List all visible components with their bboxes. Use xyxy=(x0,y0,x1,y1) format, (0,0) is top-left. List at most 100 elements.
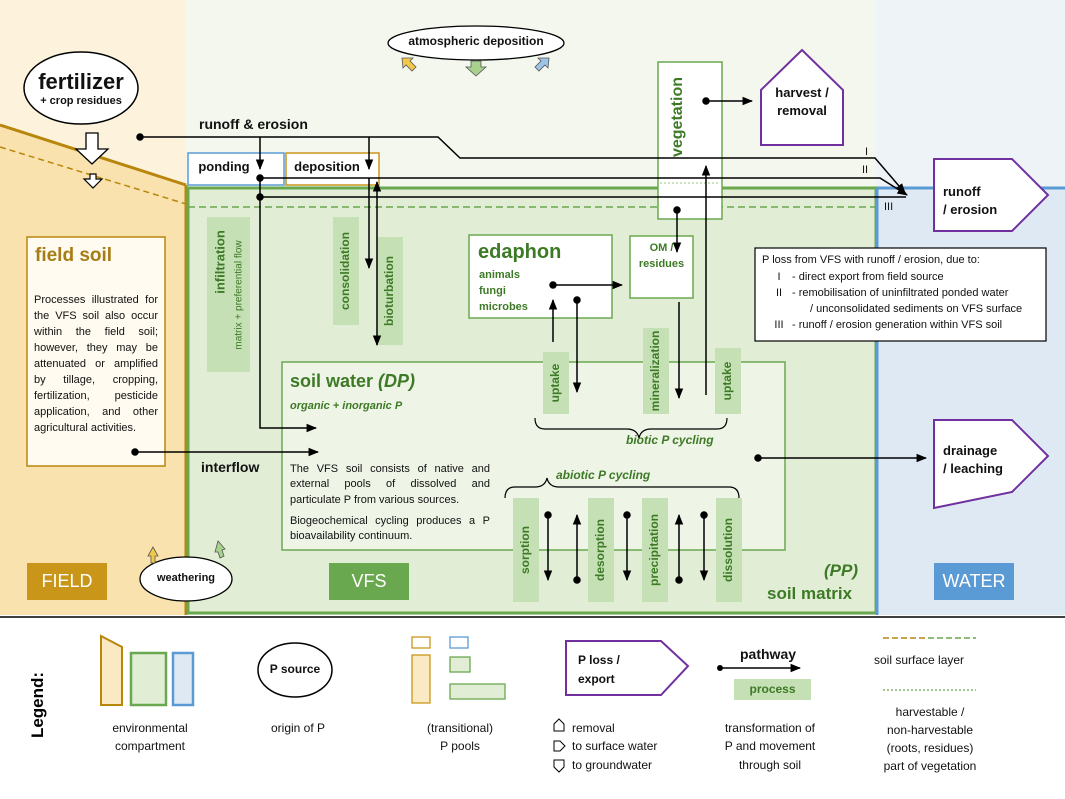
legend-caption-vegetation-3: (roots, residues) xyxy=(886,741,974,755)
edaphon-title: edaphon xyxy=(478,241,562,263)
water-label-tile xyxy=(934,563,1014,600)
legend-caption-vegetation-4: part of vegetation xyxy=(883,759,977,773)
loss-note-text-3: - runoff / erosion generation within VFS… xyxy=(792,319,1003,331)
biotic-brace xyxy=(534,417,728,439)
weathering-arrow-field-icon xyxy=(147,546,159,564)
loss-note-box xyxy=(754,247,1047,342)
field-zone-label: FIELD xyxy=(41,571,93,591)
removal-label: removal xyxy=(777,103,827,118)
residues-label: residues xyxy=(638,258,685,270)
consolidation-label: consolidation xyxy=(338,232,353,310)
to-groundwater-icon xyxy=(553,759,565,773)
legend-caption-compartment-2: compartment xyxy=(114,739,186,753)
legend-p-source-ellipse xyxy=(257,642,333,698)
edaphon-item-microbes: microbes xyxy=(479,301,528,313)
legend-caption-groundwater: to groundwater xyxy=(572,758,653,772)
legend-caption-removal: removal xyxy=(572,721,615,735)
atm-arrow-right-icon xyxy=(534,57,550,72)
atmospheric-deposition-ellipse xyxy=(387,25,565,61)
runoff-erosion-label: runoff & erosion xyxy=(199,116,308,132)
legend-p-loss-box xyxy=(565,640,690,696)
legend-caption-pools-1: (transitional) xyxy=(426,721,494,735)
harvest-label: harvest / xyxy=(775,85,829,100)
loss-note-text-2: - remobilisation of uninfiltrated ponded… xyxy=(792,287,1009,299)
legend-caption-origin: origin of P xyxy=(270,721,326,735)
loss-note-text-2b: / unconsolidated sediments on VFS surfac… xyxy=(810,303,1023,315)
roman-2-label: II xyxy=(862,164,869,176)
legend-caption-vegetation-2: non-harvestable xyxy=(886,723,974,737)
om-label: OM / xyxy=(649,242,674,254)
field-label-tile xyxy=(27,563,107,600)
legend-p-loss-label-2: export xyxy=(578,672,615,686)
vegetation-box xyxy=(657,61,723,220)
leaching-loss-label: / leaching xyxy=(943,461,1003,476)
uptake-left-label: uptake xyxy=(548,363,563,403)
infiltration-label: infiltration xyxy=(212,230,228,294)
weathering-label: weathering xyxy=(156,572,216,584)
loss-note-num-1: I xyxy=(777,271,781,283)
uptake-right-label: uptake xyxy=(720,361,735,401)
soil-water-text-2: Biogeochemical cycling produces a P bioa… xyxy=(290,515,490,543)
uptake-right-box xyxy=(715,348,741,414)
legend-water-compartment-icon xyxy=(171,651,195,707)
mineralization-label: mineralization xyxy=(648,330,663,412)
legend-caption-compartment-1: environmental xyxy=(112,721,188,735)
legend-caption-surface-water: to surface water xyxy=(572,739,658,753)
drainage-loss-label: drainage xyxy=(943,443,998,458)
fertilizer-sub-label: + crop residues xyxy=(40,95,122,107)
fertilizer-arrow-small-icon xyxy=(82,173,104,189)
edaphon-item-animals: animals xyxy=(479,269,520,281)
soil-matrix-label: soil matrix xyxy=(767,584,853,603)
legend-caption-transformation-1: transformation of xyxy=(724,721,816,735)
runoff-loss-box xyxy=(933,158,1050,232)
pathway-arrows xyxy=(131,96,928,584)
legend-p-loss-label-1: P loss / xyxy=(578,653,620,667)
field-soil-title: field soil xyxy=(35,245,113,266)
soil-water-subtitle: organic + inorganic P xyxy=(290,400,403,412)
atm-arrow-left-icon xyxy=(401,57,417,72)
sorption-box xyxy=(513,498,539,602)
edaphon-item-fungi: fungi xyxy=(479,285,506,297)
roman-1-label: I xyxy=(865,146,869,158)
dissolution-label: dissolution xyxy=(721,518,736,582)
sorption-label: sorption xyxy=(518,526,533,574)
loss-note-text-1: - direct export from field source xyxy=(792,271,944,283)
legend-soil-surface-label: soil surface layer xyxy=(874,653,965,667)
fertilizer-label: fertilizer xyxy=(38,69,124,94)
legend-caption-vegetation-1: harvestable / xyxy=(895,705,965,719)
legend-field-compartment-icon xyxy=(100,634,123,706)
ponding-box xyxy=(187,152,285,186)
legend-caption-transformation-3: through soil xyxy=(738,758,802,772)
legend-title: Legend: xyxy=(28,671,48,739)
desorption-box xyxy=(588,498,614,602)
bioturbation-box xyxy=(377,237,403,345)
removal-icon xyxy=(553,718,565,732)
harvest-loss-box xyxy=(760,48,844,146)
loss-note-title: P loss from VFS with runoff / erosion, d… xyxy=(762,254,980,266)
weathering-arrow-vfs-icon xyxy=(214,540,226,559)
soil-water-title-text: soil water xyxy=(290,371,379,391)
om-residues-box xyxy=(629,235,694,299)
dissolution-box xyxy=(716,498,742,602)
atmospheric-deposition-label: atmospheric deposition xyxy=(408,34,544,48)
bioturbation-label: bioturbation xyxy=(382,256,397,326)
water-zone-label: WATER xyxy=(942,571,1006,591)
vfs-zone-label: VFS xyxy=(351,571,387,591)
edaphon-box xyxy=(468,234,613,319)
weathering-ellipse xyxy=(139,556,233,602)
legend-vfs-compartment-icon xyxy=(129,651,168,707)
loss-note-num-3: III xyxy=(774,319,784,331)
consolidation-box xyxy=(333,217,359,325)
soil-water-text: The VFS soil consists of native and exte… xyxy=(290,463,490,506)
soil-water-dp: (DP) xyxy=(378,371,416,391)
water-upper-background xyxy=(876,0,1065,188)
legend-process-label: process xyxy=(749,682,796,696)
field-surface-layer xyxy=(0,146,187,205)
abiotic-cycling-label: abiotic P cycling xyxy=(556,468,651,482)
ponding-label: ponding xyxy=(198,159,250,174)
deposition-label: deposition xyxy=(294,159,360,174)
interflow-label: interflow xyxy=(201,459,260,475)
drainage-loss-box xyxy=(933,419,1050,510)
roman-3-label: III xyxy=(884,201,894,213)
